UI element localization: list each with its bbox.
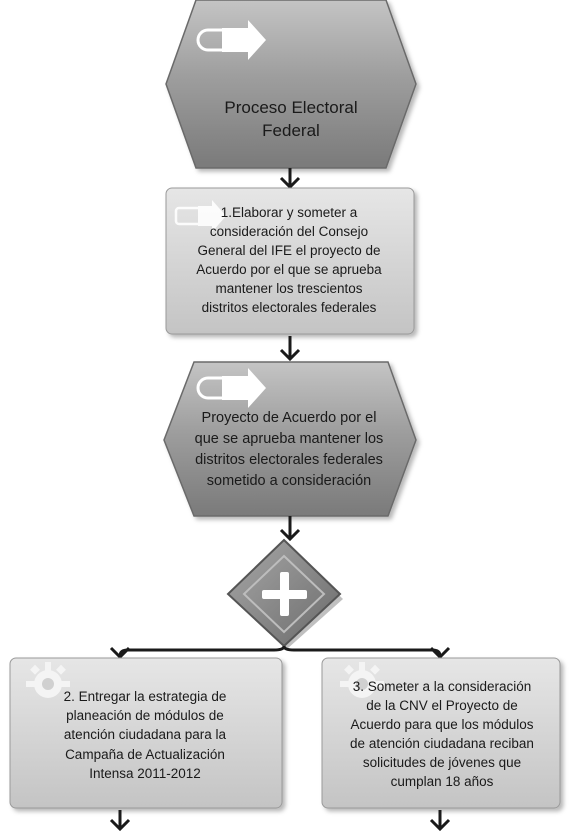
function-1-label: 1.Elaborar y someter a consideración del… <box>196 204 382 316</box>
function-arrow-icon <box>174 200 226 232</box>
connector-bottom-right <box>429 810 451 832</box>
event-start-label: Proceso Electoral Federal <box>224 98 358 140</box>
function-2-label: 2. Entregar la estrategia de planeación … <box>63 689 227 781</box>
and-gateway-node[interactable] <box>226 538 343 649</box>
event-arrow-icon <box>196 368 266 408</box>
connector-1 <box>279 168 301 190</box>
split-connector <box>109 645 451 660</box>
plus-icon <box>262 572 307 616</box>
function-1-node[interactable] <box>165 187 415 335</box>
function-2-node[interactable] <box>9 657 283 809</box>
event-arrow-icon <box>196 20 266 60</box>
event-2-node[interactable] <box>163 361 417 517</box>
connector-bottom-left <box>109 810 131 832</box>
function-3-node[interactable] <box>321 657 561 809</box>
gear-icon <box>26 662 70 698</box>
connector-2 <box>279 336 301 362</box>
event-2-label: Proyecto de Acuerdo por el que se aprueb… <box>194 409 384 490</box>
connector-3 <box>279 516 301 542</box>
function-3-label: 3. Someter a la consideración de la CNV … <box>350 678 534 790</box>
event-start-node[interactable] <box>165 0 417 169</box>
